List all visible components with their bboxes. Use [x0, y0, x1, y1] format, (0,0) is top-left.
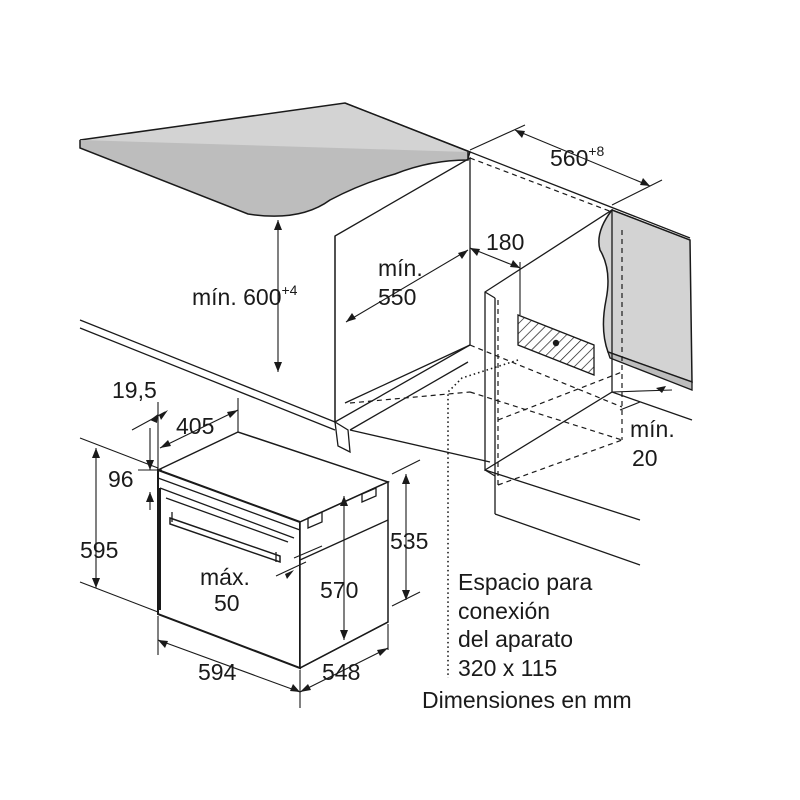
- oven: [156, 431, 391, 670]
- connection-leader: [447, 359, 519, 678]
- connection-note: Espacio para conexión del aparato 320 x …: [422, 569, 632, 713]
- label-548: 548: [322, 659, 360, 685]
- label-min-depth-a: mín.: [378, 255, 423, 281]
- label-min-side-a: mín.: [630, 416, 675, 442]
- note-line-3: del aparato: [458, 626, 573, 652]
- note-line-1: Espacio para: [458, 569, 592, 595]
- label-405: 405: [176, 413, 214, 439]
- note-line-4: 320 x 115: [458, 655, 557, 681]
- label-535: 535: [390, 528, 428, 554]
- label-96: 96: [108, 466, 134, 492]
- label-19-5: 19,5: [112, 377, 157, 403]
- cabinet-niche: [79, 156, 693, 566]
- connection-space: [517, 314, 595, 376]
- label-min-height: mín. 600+4: [192, 282, 298, 310]
- label-595: 595: [80, 537, 118, 563]
- units-note: Dimensiones en mm: [422, 687, 632, 713]
- counter-back-edge: [344, 102, 691, 239]
- dimension-labels: mín. 600+4 mín. 550 560+8 180 mín. 20 19…: [80, 143, 675, 685]
- countertop-right: [598, 209, 693, 391]
- label-gap-180: 180: [486, 229, 524, 255]
- label-min-depth-b: 550: [378, 284, 416, 310]
- label-max-a: máx.: [200, 564, 250, 590]
- note-line-2: conexión: [458, 598, 550, 624]
- label-570: 570: [320, 577, 358, 603]
- label-max-b: 50: [214, 590, 240, 616]
- label-min-side-b: 20: [632, 445, 658, 471]
- label-niche-width: 560+8: [550, 143, 605, 171]
- dimension-lines: [79, 124, 673, 708]
- label-594: 594: [198, 659, 237, 685]
- countertop: [79, 102, 471, 217]
